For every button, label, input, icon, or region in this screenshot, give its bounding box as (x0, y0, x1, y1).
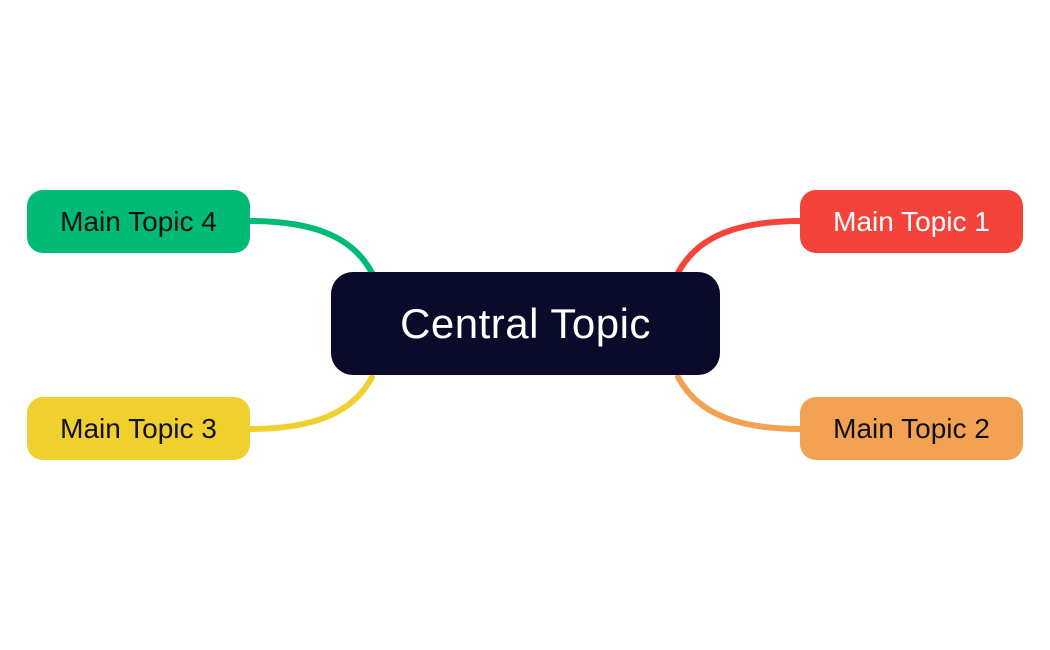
topic-node-main-topic-3[interactable]: Main Topic 3 (27, 397, 250, 460)
topic-label: Main Topic 3 (60, 412, 217, 444)
connector-central-to-topic2 (675, 374, 804, 432)
connector-central-to-topic1 (675, 218, 804, 276)
topic-label: Main Topic 4 (60, 205, 217, 237)
connector-central-to-topic3 (246, 374, 375, 432)
topic-node-main-topic-4[interactable]: Main Topic 4 (27, 190, 250, 253)
topic-node-main-topic-1[interactable]: Main Topic 1 (800, 190, 1023, 253)
central-topic-node[interactable]: Central Topic (331, 272, 720, 375)
topic-node-main-topic-2[interactable]: Main Topic 2 (800, 397, 1023, 460)
central-topic-label: Central Topic (400, 299, 651, 347)
topic-label: Main Topic 1 (833, 205, 990, 237)
connector-central-to-topic4 (246, 218, 375, 276)
topic-label: Main Topic 2 (833, 412, 990, 444)
